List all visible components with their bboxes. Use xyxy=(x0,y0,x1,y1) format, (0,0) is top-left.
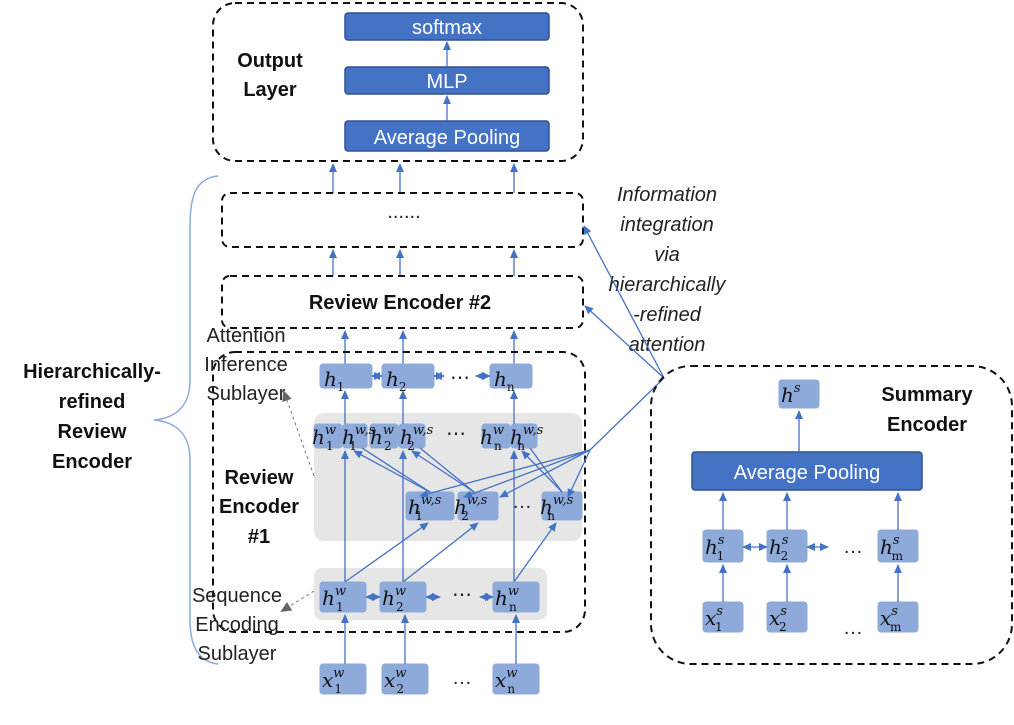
svg-text:Sublayer: Sublayer xyxy=(207,383,286,405)
stacked-encoders-box xyxy=(221,192,584,248)
svg-text:integration: integration xyxy=(620,214,713,236)
svg-text:Attention: Attention xyxy=(207,325,286,347)
svg-text:hierarchically: hierarchically xyxy=(609,274,727,296)
summary-avg-pooling-block xyxy=(691,451,923,491)
output-layer-label-1: Output xyxy=(237,50,303,72)
summary-encoder-label-2: Encoder xyxy=(887,414,967,436)
label-h2: h2 xyxy=(386,367,407,394)
hierarchical-label-1: Hierarchically- xyxy=(23,361,161,383)
mlp-label: MLP xyxy=(426,71,467,93)
svg-text:Sublayer: Sublayer xyxy=(198,643,277,665)
review-encoder-1-label-2: Encoder xyxy=(219,496,299,518)
ellipsis-hws: … xyxy=(512,491,532,513)
svg-text:Inference: Inference xyxy=(204,354,287,376)
attention-connections xyxy=(341,225,665,583)
label-hs: hs xyxy=(781,381,801,407)
hierarchical-label-4: Encoder xyxy=(52,451,132,473)
svg-text:attention: attention xyxy=(629,334,706,356)
attention-pointer xyxy=(282,390,315,477)
hierarchical-label-2: refined xyxy=(59,391,126,413)
sequence-sublayer-label: Sequence Encoding Sublayer xyxy=(192,585,282,665)
review-encoder-1-box xyxy=(212,351,586,633)
output-layer-box xyxy=(212,2,584,162)
svg-text:via: via xyxy=(654,244,680,266)
arrows-into-output xyxy=(329,163,518,193)
label-h1: h1 xyxy=(324,367,345,394)
hierarchical-label: Hierarchically- refined Review Encoder xyxy=(23,361,161,473)
arrows-into-ellipsis-box xyxy=(329,249,518,276)
summary-avg-pooling-label: Average Pooling xyxy=(734,462,880,484)
review-encoder-2-label: Review Encoder #2 xyxy=(309,292,491,314)
attention-sublayer-label: Attention Inference Sublayer xyxy=(204,325,287,405)
ellipsis-concat: ⋯ xyxy=(446,423,466,445)
review-encoder-1-label-3: #1 xyxy=(248,526,270,548)
ellipsis-xs: … xyxy=(843,617,863,639)
softmax-block xyxy=(344,12,550,41)
node-hs xyxy=(778,379,820,409)
ellipsis-top-h: ⋯ xyxy=(450,367,470,389)
summary-encoder-label-1: Summary xyxy=(881,384,973,406)
svg-text:Sequence: Sequence xyxy=(192,585,282,607)
hierarchical-label-3: Review xyxy=(58,421,127,443)
svg-text:Information: Information xyxy=(617,184,717,206)
label-hn: hn xyxy=(494,367,515,394)
info-integration-label: Information integration via hierarchical… xyxy=(609,184,727,356)
softmax-label: softmax xyxy=(412,17,482,39)
output-avg-pooling-label: Average Pooling xyxy=(374,127,520,149)
arrows-into-review-encoder-2 xyxy=(341,330,518,364)
svg-text:Encoding: Encoding xyxy=(195,614,278,636)
review-encoder-1-label-1: Review xyxy=(225,467,294,489)
ellipsis-hw: ⋯ xyxy=(452,584,472,606)
top-h-row: h1 h2 hn ⋯ xyxy=(319,363,533,394)
sequence-pointer xyxy=(280,590,315,613)
review-encoder-2-box xyxy=(221,275,584,329)
stacked-encoders-ellipsis: ...... xyxy=(387,201,420,223)
svg-text:-refined: -refined xyxy=(633,304,702,326)
ellipsis-hs: … xyxy=(843,536,863,558)
left-brace xyxy=(153,175,219,665)
ellipsis-xw: … xyxy=(452,667,472,689)
output-layer-label-2: Layer xyxy=(243,79,297,101)
